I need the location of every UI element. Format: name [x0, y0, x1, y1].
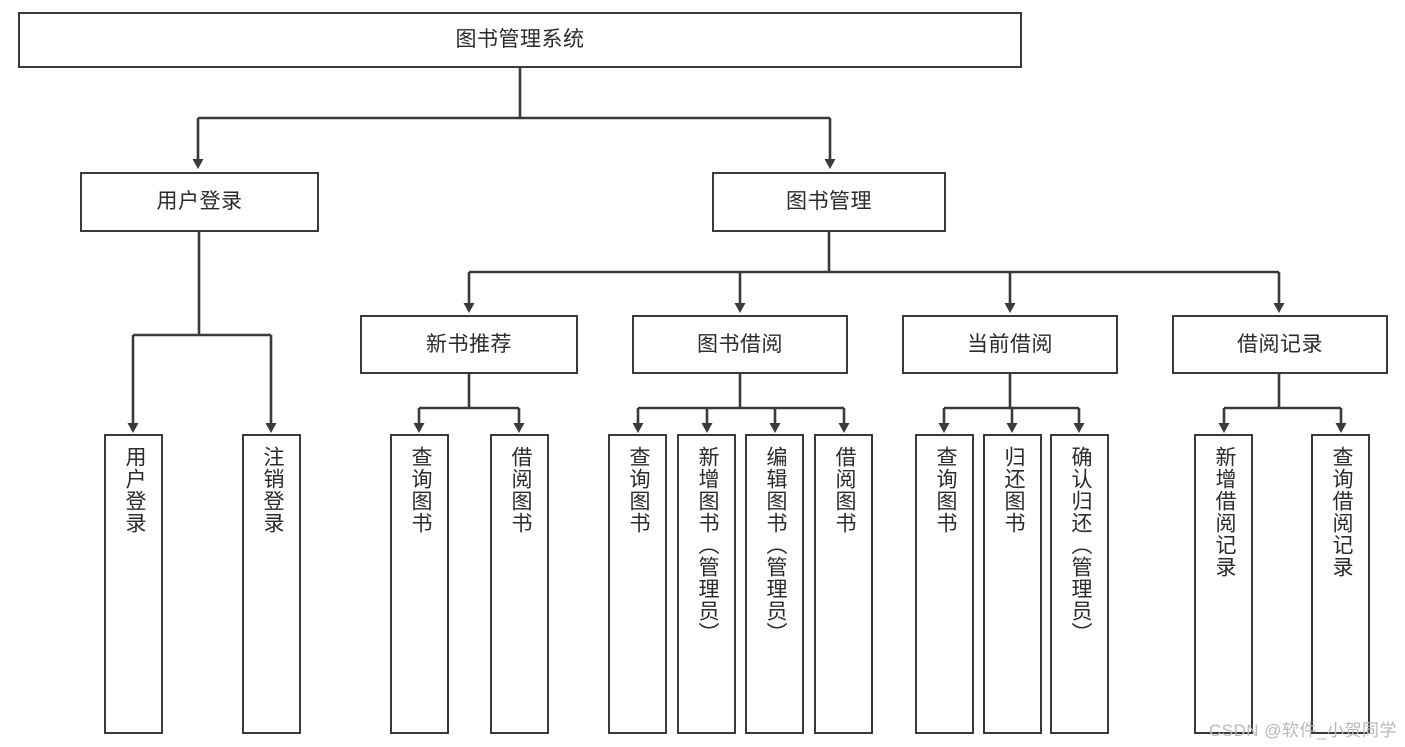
node-label: 借阅图书	[508, 446, 532, 534]
node-label: 当前借阅	[967, 332, 1053, 356]
node-label: 查询借阅记录	[1329, 446, 1353, 578]
node-label: 新增图书（管理员）	[695, 446, 719, 644]
node-label: 注销登录	[260, 446, 284, 534]
node-borrow-record[interactable]: 借阅记录	[1172, 315, 1388, 374]
node-label: 查询图书	[933, 446, 957, 534]
node-book-borrow[interactable]: 图书借阅	[632, 315, 848, 374]
node-label: 图书管理	[786, 190, 872, 214]
node-label: 确认归还（管理员）	[1068, 446, 1092, 644]
leaf-book-borrow-lend[interactable]: 借阅图书	[814, 434, 873, 734]
node-label: 用户登录	[122, 446, 146, 534]
node-label: 借阅记录	[1237, 332, 1323, 356]
leaf-user-login-signout[interactable]: 注销登录	[242, 434, 301, 734]
node-current-borrow[interactable]: 当前借阅	[902, 315, 1118, 374]
leaf-new-book-borrow[interactable]: 借阅图书	[490, 434, 549, 734]
leaf-book-borrow-edit[interactable]: 编辑图书（管理员）	[745, 434, 804, 734]
leaf-current-borrow-confirm[interactable]: 确认归还（管理员）	[1050, 434, 1109, 734]
node-label: 查询图书	[626, 446, 650, 534]
node-new-book-recommend[interactable]: 新书推荐	[360, 315, 578, 374]
node-label: 新书推荐	[426, 332, 512, 356]
leaf-new-book-query[interactable]: 查询图书	[390, 434, 449, 734]
leaf-current-borrow-query[interactable]: 查询图书	[915, 434, 974, 734]
node-label: 用户登录	[156, 190, 243, 214]
leaf-user-login-signin[interactable]: 用户登录	[104, 434, 163, 734]
node-label: 图书借阅	[697, 332, 783, 356]
leaf-borrow-record-add[interactable]: 新增借阅记录	[1194, 434, 1253, 734]
node-label: 借阅图书	[832, 446, 856, 534]
node-label: 编辑图书（管理员）	[763, 446, 787, 644]
node-book-manage[interactable]: 图书管理	[712, 172, 946, 232]
node-label: 新增借阅记录	[1212, 446, 1236, 578]
leaf-book-borrow-query[interactable]: 查询图书	[608, 434, 667, 734]
node-label: 图书管理系统	[455, 28, 585, 52]
node-label: 查询图书	[408, 446, 432, 534]
node-root-system[interactable]: 图书管理系统	[18, 12, 1022, 68]
leaf-book-borrow-add[interactable]: 新增图书（管理员）	[677, 434, 736, 734]
node-label: 归还图书	[1001, 446, 1025, 534]
leaf-current-borrow-return[interactable]: 归还图书	[983, 434, 1042, 734]
node-user-login[interactable]: 用户登录	[80, 172, 319, 232]
leaf-borrow-record-query[interactable]: 查询借阅记录	[1311, 434, 1370, 734]
